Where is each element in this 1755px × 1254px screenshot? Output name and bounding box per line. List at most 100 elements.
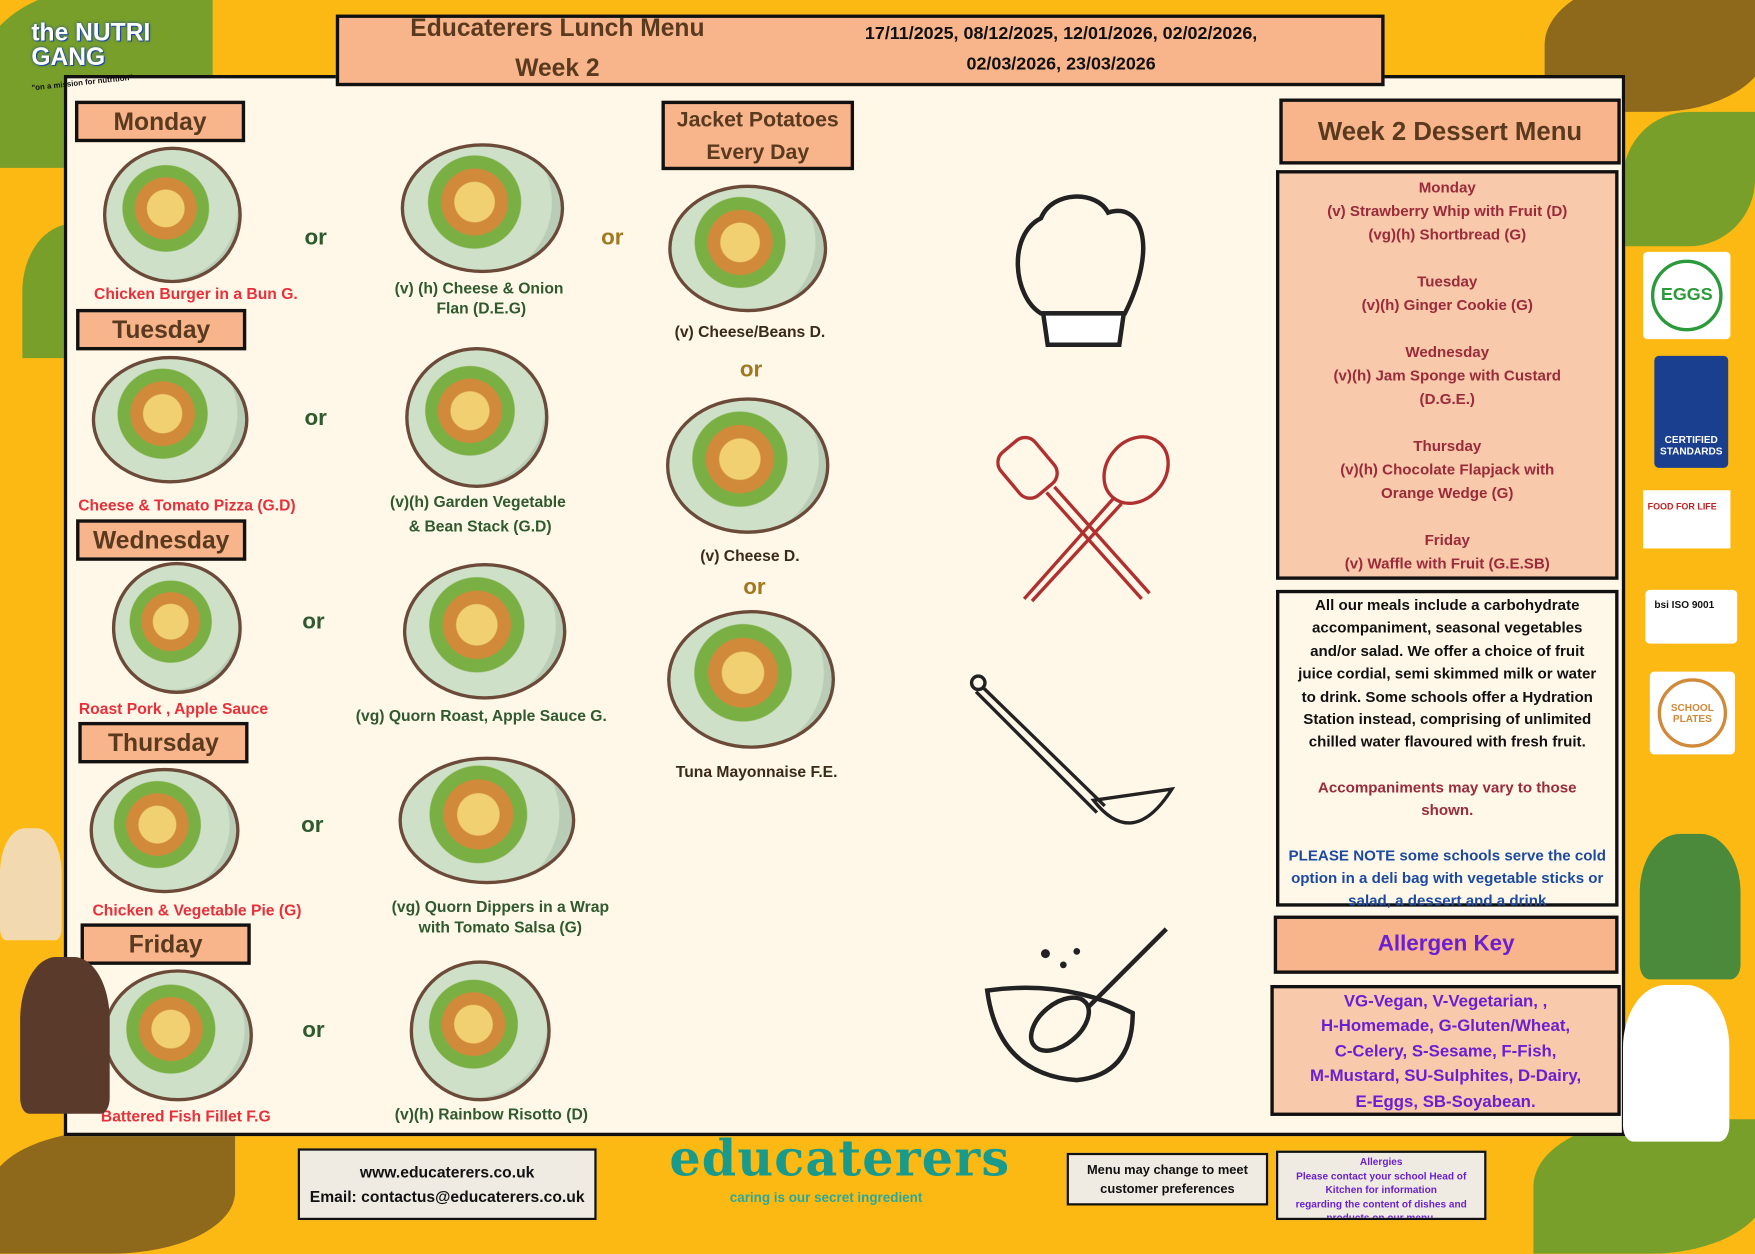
character-illustration <box>20 957 110 1114</box>
allergen-line: M-Mustard, SU-Sulphites, D-Dairy, <box>1310 1066 1582 1086</box>
info-line: to drink. Some schools offer a Hydration <box>1301 687 1593 705</box>
or-label: or <box>301 813 324 838</box>
dish-photo <box>398 756 576 885</box>
bsi-text: bsi ISO 9001 <box>1654 598 1715 611</box>
dessert-item: (vg)(h) Shortbread (G) <box>1368 226 1527 243</box>
chef-hat-icon <box>1015 194 1146 347</box>
nutri-gang-logo-text: the NUTRI GANG <box>31 17 151 71</box>
day-label-thursday: Thursday <box>78 721 249 764</box>
alt-dish-label: & Bean Stack (G.D) <box>408 517 552 536</box>
info-line: Station instead, comprising of unlimited <box>1303 710 1592 728</box>
spatula-spoon-icon <box>996 435 1170 603</box>
website-link[interactable]: www.educaterers.co.uk <box>359 1162 535 1181</box>
day-label-wednesday: Wednesday <box>76 519 247 561</box>
info-line: and/or salad. We offer a choice of fruit <box>1310 642 1585 660</box>
nutri-gang-logo: the NUTRI GANG "on a mission for nutriti… <box>31 7 154 93</box>
jacket-option: (v) Cheese D. <box>700 546 800 565</box>
allergies-text: Please contact your school Head of <box>1296 1170 1467 1182</box>
proveg-text: SCHOOL PLATES <box>1657 678 1728 748</box>
contact-box: www.educaterers.co.uk Email: contactus@e… <box>297 1148 597 1221</box>
educaterers-logo: educaterers caring is our secret ingredi… <box>669 1130 1011 1206</box>
day-label-monday: Monday <box>74 100 246 143</box>
email-link[interactable]: Email: contactus@educaterers.co.uk <box>309 1187 585 1206</box>
main-dish-label: Roast Pork , Apple Sauce <box>78 699 269 718</box>
leaf-decoration <box>1533 1119 1755 1254</box>
please-note-label: PLEASE NOTE <box>1288 846 1396 864</box>
menu-header: Educaterers Lunch Menu Week 2 17/11/2025… <box>335 13 1385 87</box>
menu-change-text: Menu may change to meet <box>1086 1164 1248 1178</box>
alt-dish-label: (v) (h) Cheese & Onion <box>394 278 564 297</box>
allergies-text: regarding the content of dishes and <box>1295 1198 1467 1210</box>
week-label: Week 2 <box>515 53 600 82</box>
menu-change-text: customer preferences <box>1100 1183 1235 1197</box>
allergies-text: products on our menu. <box>1326 1212 1437 1221</box>
red-tractor-badge: CERTIFIED STANDARDS <box>1654 355 1729 468</box>
educaterers-logo-text: educaterers <box>669 1130 1011 1188</box>
ladle-icon <box>969 674 1176 825</box>
or-label: or <box>739 357 763 383</box>
dish-photo <box>405 346 549 489</box>
alt-dish-label: (v)(h) Rainbow Risotto (D) <box>394 1104 588 1123</box>
jacket-photo <box>668 184 828 313</box>
whisk-bowl-icon <box>984 927 1168 1083</box>
allergen-line: H-Homemade, G-Gluten/Wheat, <box>1321 1016 1571 1036</box>
allergen-line: VG-Vegan, V-Vegetarian, , <box>1343 991 1548 1011</box>
or-label: or <box>304 405 327 431</box>
dessert-day: Monday <box>1418 179 1476 196</box>
dessert-item: (v)(h) Chocolate Flapjack with <box>1340 461 1555 478</box>
or-label: or <box>743 574 766 600</box>
or-label: or <box>601 225 624 251</box>
character-illustration <box>1639 833 1741 980</box>
main-dish-label: Chicken Burger in a Bun G. <box>94 284 298 303</box>
dish-photo <box>400 143 565 274</box>
alt-dish-label: (vg) Quorn Dippers in a Wrap <box>391 897 610 916</box>
or-label: or <box>304 225 327 251</box>
educaterers-tagline: caring is our secret ingredient <box>729 1189 923 1206</box>
meal-info-box: All our meals include a carbohydrate acc… <box>1276 589 1619 909</box>
info-line: juice cordial, semi skimmed milk or wate… <box>1298 665 1597 682</box>
menu-dates-line1: 17/11/2025, 08/12/2025, 12/01/2026, 02/0… <box>864 24 1258 44</box>
day-label-tuesday: Tuesday <box>76 308 247 351</box>
character-illustration <box>1622 984 1730 1142</box>
info-line: accompaniment, seasonal vegetables <box>1312 619 1583 637</box>
alt-dish-label: (v)(h) Garden Vegetable <box>389 492 566 511</box>
allergen-key-title: Allergen Key <box>1273 915 1619 974</box>
accompaniment-note: Accompaniments may vary to those <box>1317 778 1577 796</box>
menu-change-notice: Menu may change to meet customer prefere… <box>1066 1152 1269 1206</box>
dessert-item: Orange Wedge (G) <box>1381 484 1514 502</box>
dish-photo <box>402 563 567 700</box>
menu-dates-line2: 02/03/2026, 23/03/2026 <box>966 54 1156 74</box>
info-line: chilled water flavoured with fresh fruit… <box>1308 733 1586 751</box>
nutri-gang-tagline: "on a mission for nutrition" <box>31 74 134 93</box>
bsi-badge: bsi ISO 9001 <box>1645 589 1738 644</box>
dish-photo <box>102 969 253 1102</box>
dessert-list: Monday (v) Strawberry Whip with Fruit (D… <box>1276 170 1619 580</box>
jacket-option: (v) Cheese/Beans D. <box>674 322 826 341</box>
please-note-text: some schools serve the cold <box>1395 846 1606 864</box>
or-label: or <box>302 1018 325 1043</box>
dessert-item: (v)(h) Ginger Cookie (G) <box>1361 296 1533 314</box>
allergies-notice: Allergies Please contact your school Hea… <box>1276 1150 1487 1221</box>
dessert-day: Tuesday <box>1417 273 1478 290</box>
dessert-day: Thursday <box>1413 437 1482 455</box>
day-label-friday: Friday <box>80 923 251 965</box>
food-for-life-text: FOOD FOR LIFE <box>1647 501 1717 512</box>
jacket-title: Jacket Potatoes <box>676 108 839 133</box>
allergen-line: C-Celery, S-Sesame, F-Fish, <box>1334 1041 1557 1061</box>
jacket-photo <box>665 397 830 534</box>
menu-title: Educaterers Lunch Menu <box>410 13 705 42</box>
dessert-menu-title: Week 2 Dessert Menu <box>1279 98 1621 165</box>
allergen-line: E-Eggs, SB-Soyabean. <box>1355 1092 1536 1112</box>
please-note-text: salad, a dessert and a drink <box>1348 892 1547 910</box>
info-line: All our meals include a carbohydrate <box>1314 596 1580 614</box>
dish-photo <box>102 146 242 284</box>
leaf-decoration <box>1622 111 1755 247</box>
jacket-option: Tuna Mayonnaise F.E. <box>675 762 838 781</box>
main-dish-label: Cheese & Tomato Pizza (G.D) <box>78 495 296 514</box>
allergies-text: Kitchen for information <box>1325 1184 1437 1196</box>
dessert-day: Friday <box>1424 531 1470 549</box>
or-label: or <box>302 609 325 635</box>
accompaniment-note: shown. <box>1421 801 1474 819</box>
alt-dish-label: with Tomato Salsa (G) <box>418 917 583 936</box>
